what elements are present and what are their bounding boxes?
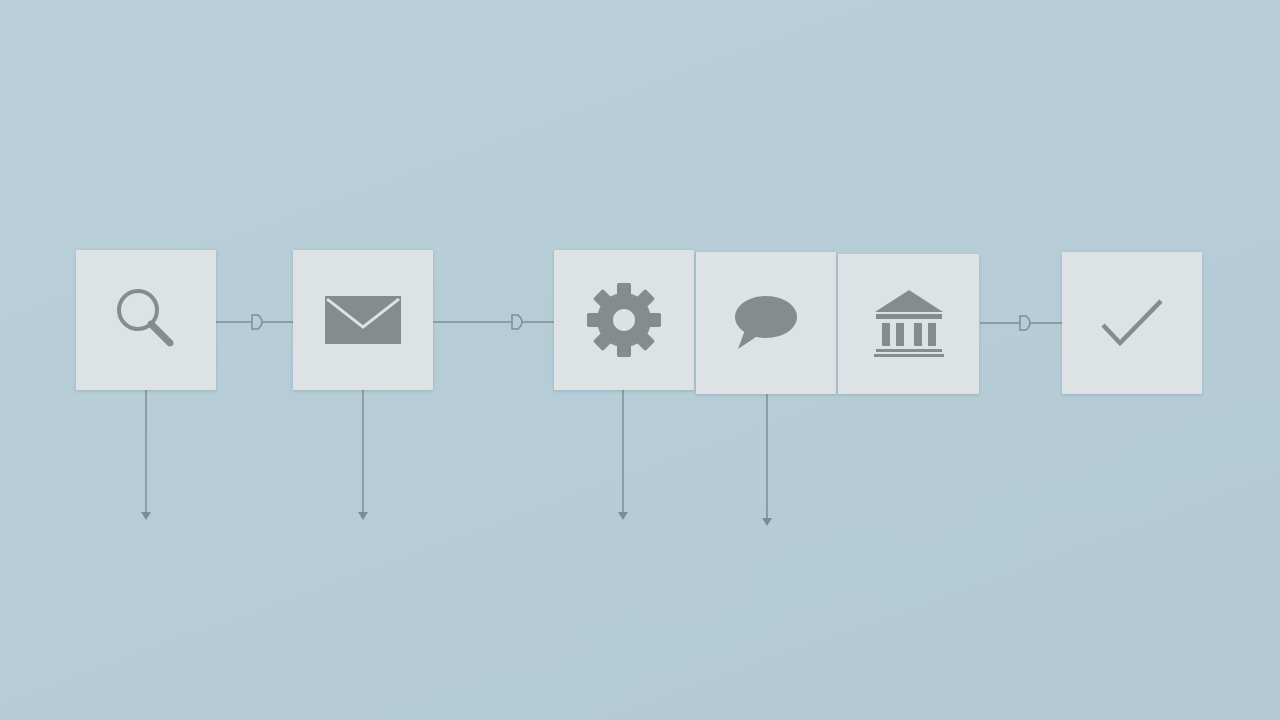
envelope-icon: [325, 296, 401, 344]
drop-arrowhead-chat: [762, 518, 772, 526]
speech-bubble-icon: [733, 295, 799, 351]
search-icon: [106, 280, 186, 360]
drop-arrowhead-search: [141, 512, 151, 520]
step-tile-search: [76, 250, 216, 390]
step-tile-check: [1062, 252, 1202, 394]
checkmark-icon: [1099, 297, 1165, 349]
step-tile-mail: [293, 250, 433, 390]
drop-arrowhead-mail: [358, 512, 368, 520]
step-tile-bank: [838, 254, 979, 394]
connector-bank-to-check-arrowhead: [1019, 315, 1031, 331]
drop-arrowhead-gear: [618, 512, 628, 520]
gear-icon: [586, 282, 662, 358]
step-tile-chat: [696, 252, 836, 394]
step-tile-gear: [554, 250, 694, 390]
bank-icon: [873, 290, 945, 358]
connector-mail-to-gear-arrowhead: [511, 314, 523, 330]
connector-search-to-mail-arrowhead: [251, 314, 263, 330]
